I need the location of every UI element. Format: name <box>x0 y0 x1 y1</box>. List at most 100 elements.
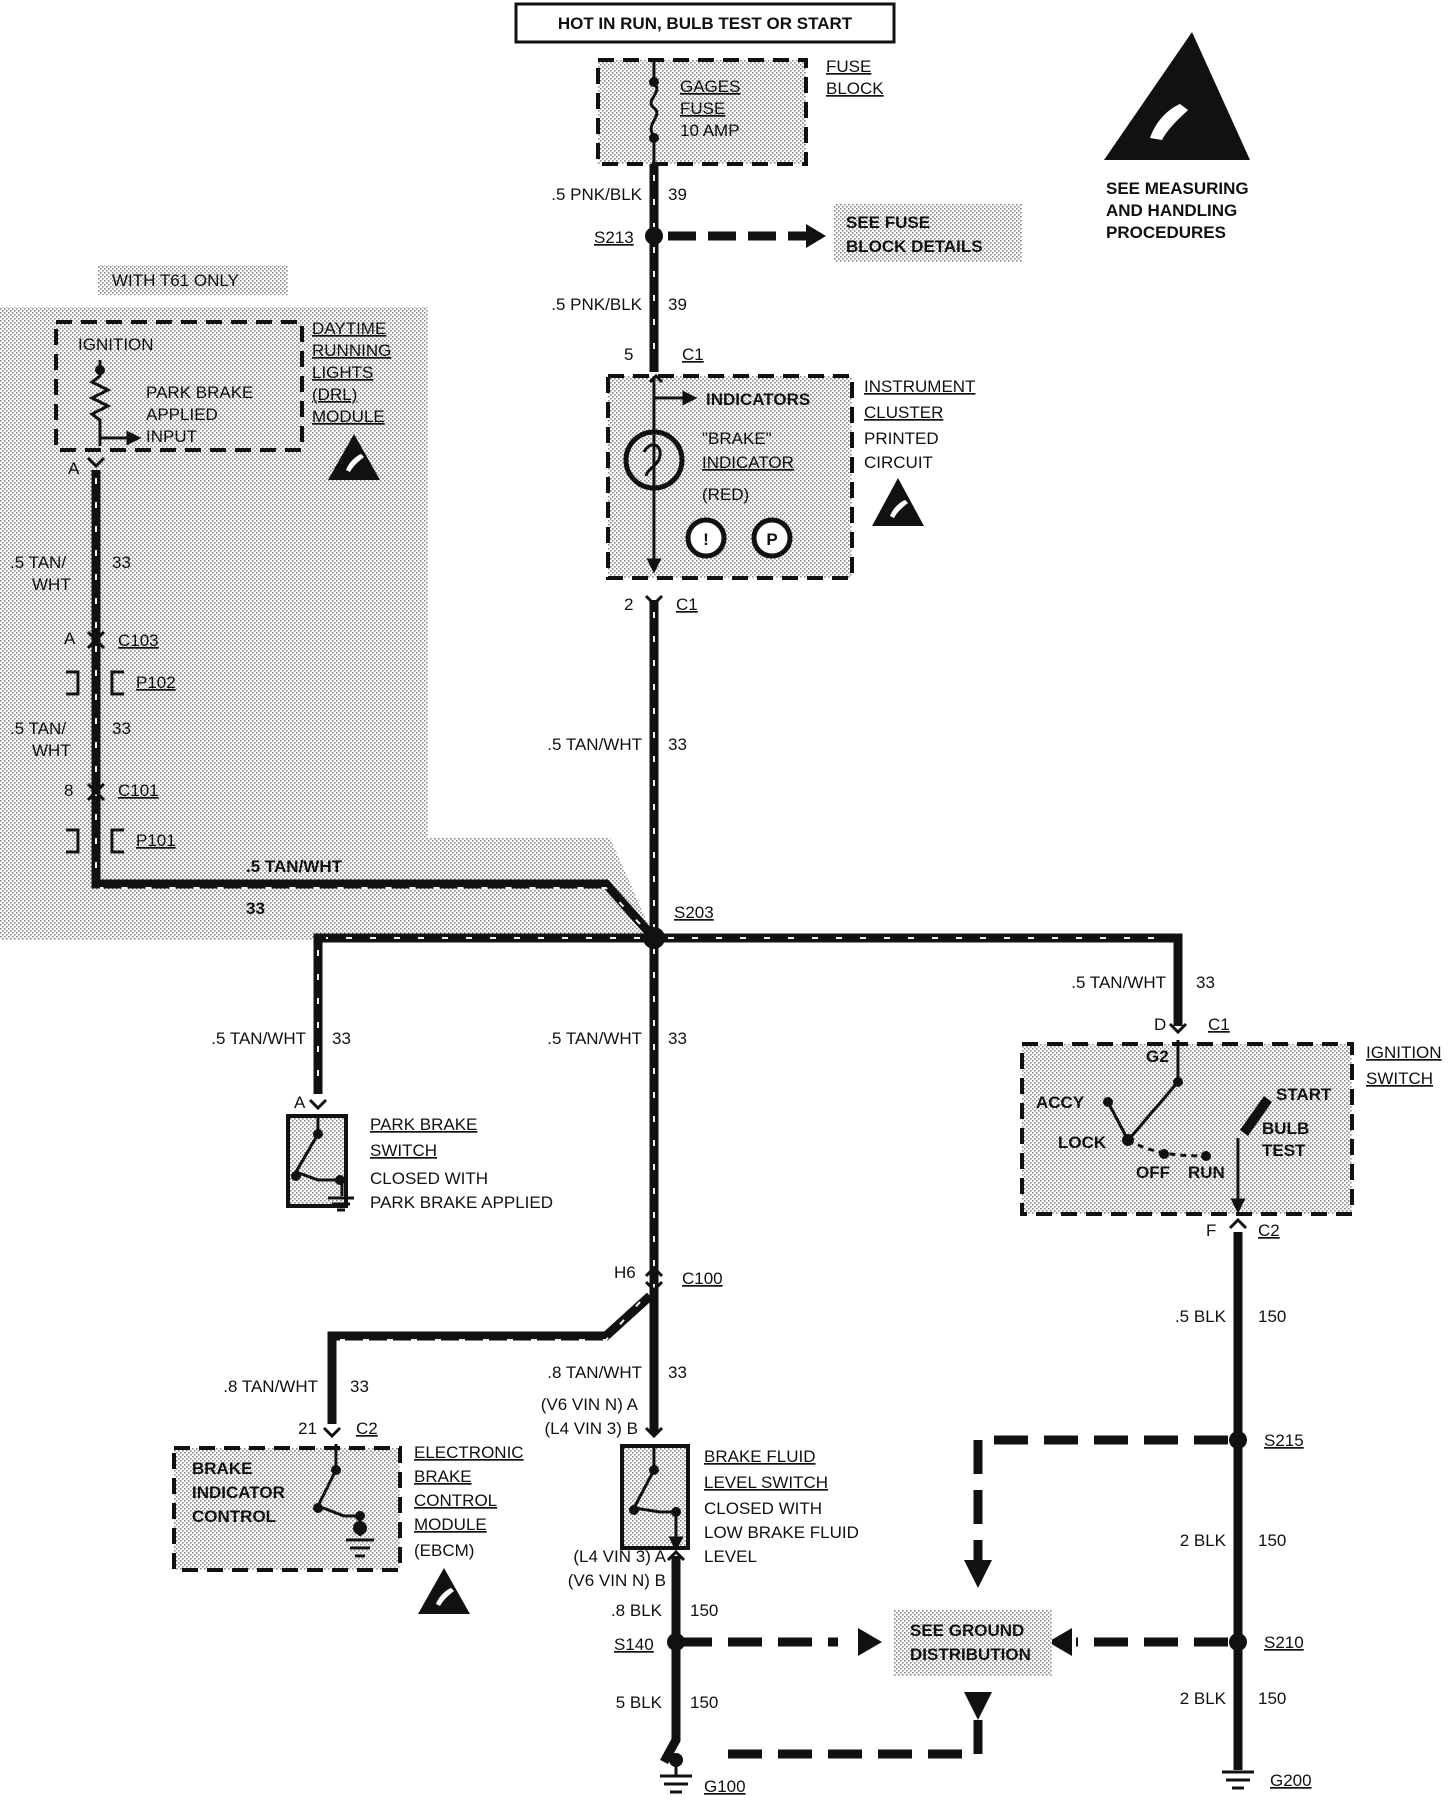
ebcm-inner-1: BRAKE <box>192 1459 252 1478</box>
brake-indicator-3: (RED) <box>702 485 749 504</box>
wire-33-drl1-circuit: 33 <box>112 553 131 572</box>
wire-39a-label: .5 PNK/BLK <box>551 185 642 204</box>
ebcm-label-4: MODULE <box>414 1515 487 1534</box>
bfl-top-b: (L4 VIN 3) B <box>544 1419 638 1438</box>
ebcm-label-2: BRAKE <box>414 1467 472 1486</box>
drl-pin: A <box>68 459 80 478</box>
ebcm-inner-3: CONTROL <box>192 1507 276 1526</box>
bfl-bot-b: (V6 VIN N) B <box>568 1571 666 1590</box>
bfl-bot-a: (L4 VIN 3) A <box>573 1547 666 1566</box>
drl-label-4: (DRL) <box>312 385 357 404</box>
c103-pin: A <box>64 629 76 648</box>
esd-warning-icon-drl <box>328 434 380 480</box>
bfl-1: BRAKE FLUID <box>704 1447 815 1466</box>
splice-s213 <box>645 227 663 245</box>
p102-label: P102 <box>136 673 176 692</box>
wire-33-bfl-label: .8 TAN/WHT <box>547 1363 642 1382</box>
wire-33-drl2-label-a: .5 TAN/ <box>10 719 66 738</box>
splice-s210-label: S210 <box>1264 1633 1304 1652</box>
warning-symbol-icon <box>685 517 727 559</box>
instrument-cluster <box>606 374 854 580</box>
pb-switch-4: PARK BRAKE APPLIED <box>370 1193 553 1212</box>
c100-pin: H6 <box>614 1263 636 1282</box>
splice-s210 <box>1229 1633 1247 1651</box>
drl-label-5: MODULE <box>312 407 385 426</box>
ign-bulb: BULB <box>1262 1119 1309 1138</box>
wire-150-g100-circuit: 150 <box>690 1693 718 1712</box>
wire-150-g100-label: 5 BLK <box>616 1693 663 1712</box>
ic-c1-top-pin: 5 <box>624 345 633 364</box>
wire-33-ic-circuit: 33 <box>668 735 687 754</box>
wire-33-right-circuit: 33 <box>1196 973 1215 992</box>
ebcm-label-5: (EBCM) <box>414 1541 474 1560</box>
ic-c1-top: C1 <box>682 345 704 364</box>
splice-s140-label: S140 <box>614 1635 654 1654</box>
drl-label-1: DAYTIME <box>312 319 386 338</box>
ic-label-2: CLUSTER <box>864 403 943 422</box>
esd-note-line-2: AND HANDLING <box>1106 201 1237 220</box>
power-label: HOT IN RUN, BULB TEST OR START <box>558 14 853 33</box>
wire-150-s215-circuit: 150 <box>1258 1531 1286 1550</box>
fuse-block <box>596 58 808 166</box>
ign-lock: LOCK <box>1058 1133 1107 1152</box>
wire-33-mid-circuit: 33 <box>668 1029 687 1048</box>
wire-33-pb-label: .5 TAN/WHT <box>211 1029 306 1048</box>
ign-label-2: SWITCH <box>1366 1069 1433 1088</box>
bfl-2: LEVEL SWITCH <box>704 1473 828 1492</box>
drl-label-3: LIGHTS <box>312 363 373 382</box>
park-symbol: P <box>766 530 777 549</box>
bfl-top-a: (V6 VIN N) A <box>541 1395 639 1414</box>
t61-shaded-region <box>0 307 655 940</box>
ign-c1-pin: D <box>1154 1015 1166 1034</box>
c101-pin: 8 <box>64 781 73 800</box>
wire-33-bfl-circuit: 33 <box>668 1363 687 1382</box>
wire-39b-label: .5 PNK/BLK <box>551 295 642 314</box>
wire-33-ebcm-label: .8 TAN/WHT <box>223 1377 318 1396</box>
ebcm-c2: C2 <box>356 1419 378 1438</box>
ground-g100-label: G100 <box>704 1777 746 1796</box>
fuse-details-box <box>834 204 1022 262</box>
wire-33-pb-circuit: 33 <box>332 1029 351 1048</box>
wire-150-bfl-circuit: 150 <box>690 1601 718 1620</box>
splice-s215 <box>1229 1431 1247 1449</box>
esd-note-line-1: SEE MEASURING <box>1106 179 1249 198</box>
wire-33-drl2-label-b: WHT <box>32 741 71 760</box>
ic-label-4: CIRCUIT <box>864 453 933 472</box>
ign-g2: G2 <box>1146 1047 1169 1066</box>
pb-switch-3: CLOSED WITH <box>370 1169 488 1188</box>
power-label-box <box>514 2 896 44</box>
wire-150-ign-label: .5 BLK <box>1175 1307 1227 1326</box>
ign-start: START <box>1276 1085 1332 1104</box>
ebcm-module <box>172 1446 402 1572</box>
ign-accy: ACCY <box>1036 1093 1085 1112</box>
ground-dist-2: DISTRIBUTION <box>910 1645 1031 1664</box>
bfl-4: LOW BRAKE FLUID <box>704 1523 859 1542</box>
fuse-details-1: SEE FUSE <box>846 213 930 232</box>
ic-c1-bot-pin: 2 <box>624 595 633 614</box>
pb-switch-2: SWITCH <box>370 1141 437 1160</box>
wire-150-g200-label: 2 BLK <box>1180 1689 1227 1708</box>
ignition-switch <box>1020 1042 1354 1216</box>
drl-input-1: PARK BRAKE <box>146 383 253 402</box>
drl-input-2: APPLIED <box>146 405 218 424</box>
splice-s140 <box>667 1633 685 1651</box>
fuse-symbol <box>649 60 659 164</box>
ign-label-1: IGNITION <box>1366 1043 1442 1062</box>
ign-c1-label: C1 <box>1208 1015 1230 1034</box>
drl-ignition: IGNITION <box>78 335 154 354</box>
pb-pin: A <box>294 1093 306 1112</box>
ign-c2-label: C2 <box>1258 1221 1280 1240</box>
park-symbol-icon <box>751 517 793 559</box>
drl-label-2: RUNNING <box>312 341 391 360</box>
ground-g200-icon <box>1222 1770 1254 1790</box>
ign-test: TEST <box>1262 1141 1306 1160</box>
brake-indicator-2: INDICATOR <box>702 453 794 472</box>
splice-s213-label: S213 <box>594 228 634 247</box>
fuse-block-label-1: FUSE <box>826 57 871 76</box>
wire-150-ign-circuit: 150 <box>1258 1307 1286 1326</box>
wire-33-ic-label: .5 TAN/WHT <box>547 735 642 754</box>
wire-33-drl3-circuit: 33 <box>246 899 265 918</box>
esd-warning-icon-ic <box>872 478 924 526</box>
fuse-details-2: BLOCK DETAILS <box>846 237 983 256</box>
